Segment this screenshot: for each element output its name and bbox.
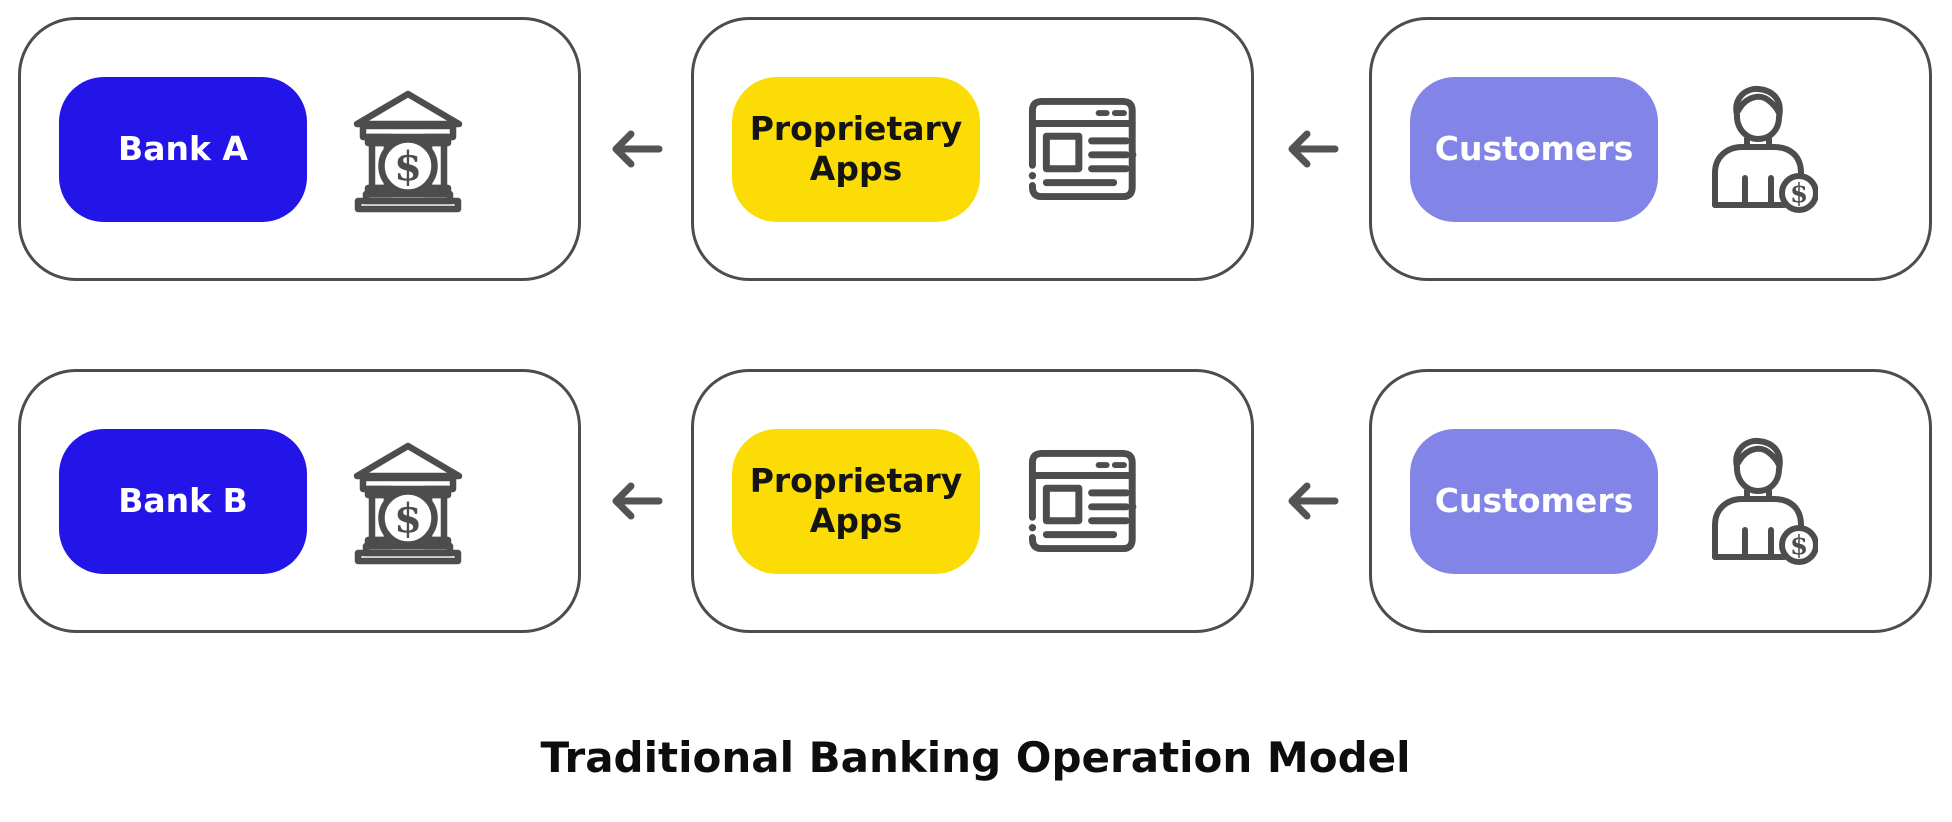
diagram-row-1: Bank A Proprietary Apps Customers [18, 17, 1933, 281]
customers-pill-1: Customers [1410, 76, 1658, 222]
proprietary-apps-pill-1: Proprietary Apps [732, 76, 980, 222]
diagram-title: Traditional Banking Operation Model [540, 733, 1411, 782]
bank-icon [349, 437, 467, 565]
left-arrow-icon [1284, 127, 1340, 171]
customers-label-2: Customers [1434, 481, 1634, 521]
left-arrow-icon [1284, 479, 1340, 523]
customer-with-dollar-icon [1700, 83, 1818, 215]
customers-card-2: Customers [1369, 369, 1932, 633]
connector-apps-to-bank-a [581, 17, 691, 281]
proprietary-apps-card-2: Proprietary Apps [691, 369, 1254, 633]
customers-pill-2: Customers [1410, 428, 1658, 574]
bank-b-card: Bank B [18, 369, 581, 633]
bank-a-label: Bank A [118, 129, 248, 169]
bank-b-label: Bank B [118, 481, 248, 521]
left-arrow-icon [608, 479, 664, 523]
bank-a-pill: Bank A [59, 76, 307, 222]
bank-b-pill: Bank B [59, 428, 307, 574]
web-app-window-icon [1022, 95, 1138, 203]
connector-customers-to-apps-2 [1254, 369, 1369, 633]
proprietary-apps-label-1: Proprietary Apps [749, 109, 963, 188]
diagram-row-2: Bank B Proprietary Apps Customers [18, 369, 1933, 633]
proprietary-apps-pill-2: Proprietary Apps [732, 428, 980, 574]
bank-a-card: Bank A [18, 17, 581, 281]
customers-card-1: Customers [1369, 17, 1932, 281]
proprietary-apps-card-1: Proprietary Apps [691, 17, 1254, 281]
customer-with-dollar-icon [1700, 435, 1818, 567]
proprietary-apps-label-2: Proprietary Apps [749, 461, 963, 540]
customers-label-1: Customers [1434, 129, 1634, 169]
left-arrow-icon [608, 127, 664, 171]
connector-customers-to-apps-1 [1254, 17, 1369, 281]
traditional-banking-diagram: Bank A Proprietary Apps Customers B [18, 17, 1933, 782]
web-app-window-icon [1022, 447, 1138, 555]
bank-icon [349, 85, 467, 213]
connector-apps-to-bank-b [581, 369, 691, 633]
